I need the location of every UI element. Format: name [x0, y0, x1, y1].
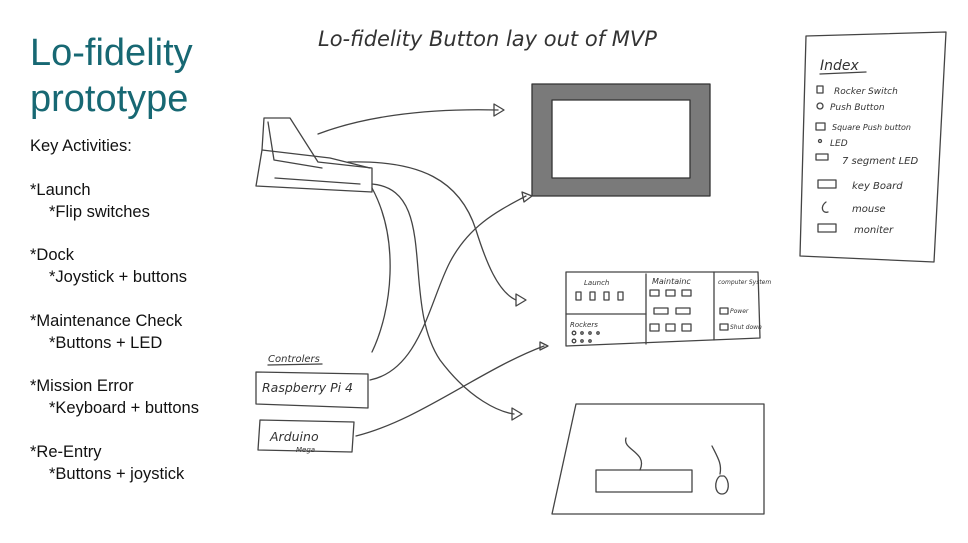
index-item-led: LED: [830, 139, 848, 149]
activity-main: *Re-Entry: [30, 442, 102, 461]
activity-sub: *Keyboard + buttons: [49, 399, 199, 417]
control-panel-sketch: Launch Maintainc computer System Rockers…: [565, 271, 771, 347]
activity-main: *Mission Error: [30, 377, 134, 395]
sketch-title: Lo-fidelity Button lay out of MVP: [318, 27, 657, 51]
activity-main: *Dock: [30, 246, 75, 264]
sketch-drawing: Lo-fidelity Button lay out of MVP Launch…: [255, 27, 947, 515]
activity-sub: *Flip switches: [49, 202, 150, 221]
panel-power-label: Power: [730, 308, 749, 315]
panel-computer-label: computer System: [718, 279, 771, 286]
index-item-square-push-button: Square Push button: [832, 123, 911, 132]
activity-launch: *Launch *Flip switches: [30, 179, 199, 223]
index-title: Index: [820, 58, 860, 74]
index-item-7-segment-led: 7 segment LED: [842, 156, 918, 167]
title-line-2: prototype: [30, 78, 189, 120]
index-item-mouse: mouse: [852, 204, 886, 215]
rocker-switch-panel-sketch: [255, 117, 373, 193]
activity-re-entry: *Re-Entry *Buttons + joystick: [30, 441, 199, 485]
activity-mission-error: *Mission Error *Keyboard + buttons: [30, 375, 199, 419]
panel-launch-label: Launch: [584, 279, 609, 287]
controller-raspberry-pi: Raspberry Pi 4: [262, 380, 353, 395]
panel-shutdown-label: Shut down: [730, 324, 762, 331]
index-item-rocker-switch: Rocker Switch: [834, 87, 898, 97]
connection-arrows: [317, 103, 549, 437]
activity-sub: *Buttons + LED: [49, 333, 163, 352]
index-item-push-button: Push Button: [830, 103, 885, 113]
title-line-1: Lo-fidelity: [30, 32, 193, 74]
panel-rockers-label: Rockers: [570, 321, 598, 329]
key-activities-list: Key Activities: *Launch *Flip switches *…: [30, 135, 199, 506]
keyboard-mouse-sketch: [551, 403, 765, 515]
activity-main: *Maintenance Check: [30, 311, 183, 330]
activity-main: *Launch: [30, 180, 91, 199]
index-item-keyboard: key Board: [852, 181, 903, 192]
slide-title: Lo-fidelity prototype: [30, 30, 250, 122]
activity-sub: *Buttons + joystick: [49, 464, 185, 483]
activities-heading-group: Key Activities:: [30, 135, 199, 157]
controller-arduino: Arduino: [269, 429, 319, 444]
activity-maintenance: *Maintenance Check *Buttons + LED: [30, 310, 199, 354]
activities-heading: Key Activities:: [30, 137, 132, 155]
monitor-sketch: [531, 83, 711, 197]
controllers-sketch: Controlers Raspberry Pi 4 Arduino Mega: [255, 354, 369, 454]
index-legend-sketch: Index Rocker Switch Push Button Square P…: [799, 31, 947, 263]
controller-arduino-mega: Mega: [296, 446, 315, 454]
controllers-label: Controlers: [268, 354, 320, 365]
panel-maintain-label: Maintainc: [652, 277, 691, 286]
activity-dock: *Dock *Joystick + buttons: [30, 244, 199, 288]
index-item-monitor: moniter: [854, 225, 894, 236]
activity-sub: *Joystick + buttons: [49, 268, 188, 286]
